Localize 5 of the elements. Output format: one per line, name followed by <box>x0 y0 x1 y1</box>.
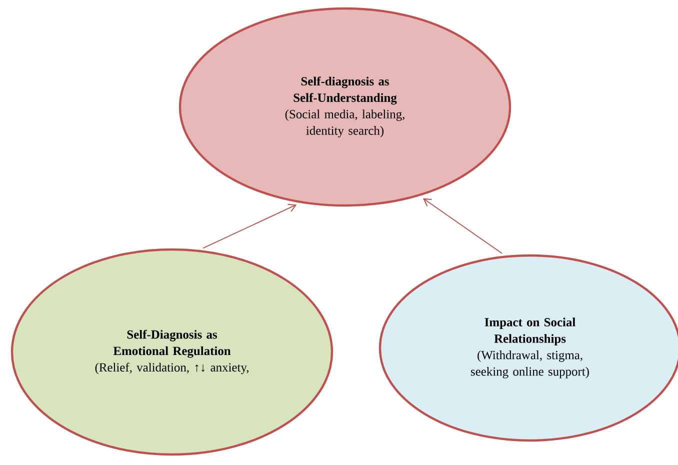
ellipse-node: Impact on Social Relationships (Withdrawal, stigma, seeking online support) <box>378 254 678 442</box>
arrow <box>202 204 297 249</box>
arrow <box>422 198 502 254</box>
ellipse-node: Self-Diagnosis as Emotional Regulation (Relief, validation, ↑↓ anxiety, <box>10 248 334 456</box>
ellipse-node: Self-diagnosis as Self-Understanding (Social media, labeling, identity search) <box>178 7 512 207</box>
